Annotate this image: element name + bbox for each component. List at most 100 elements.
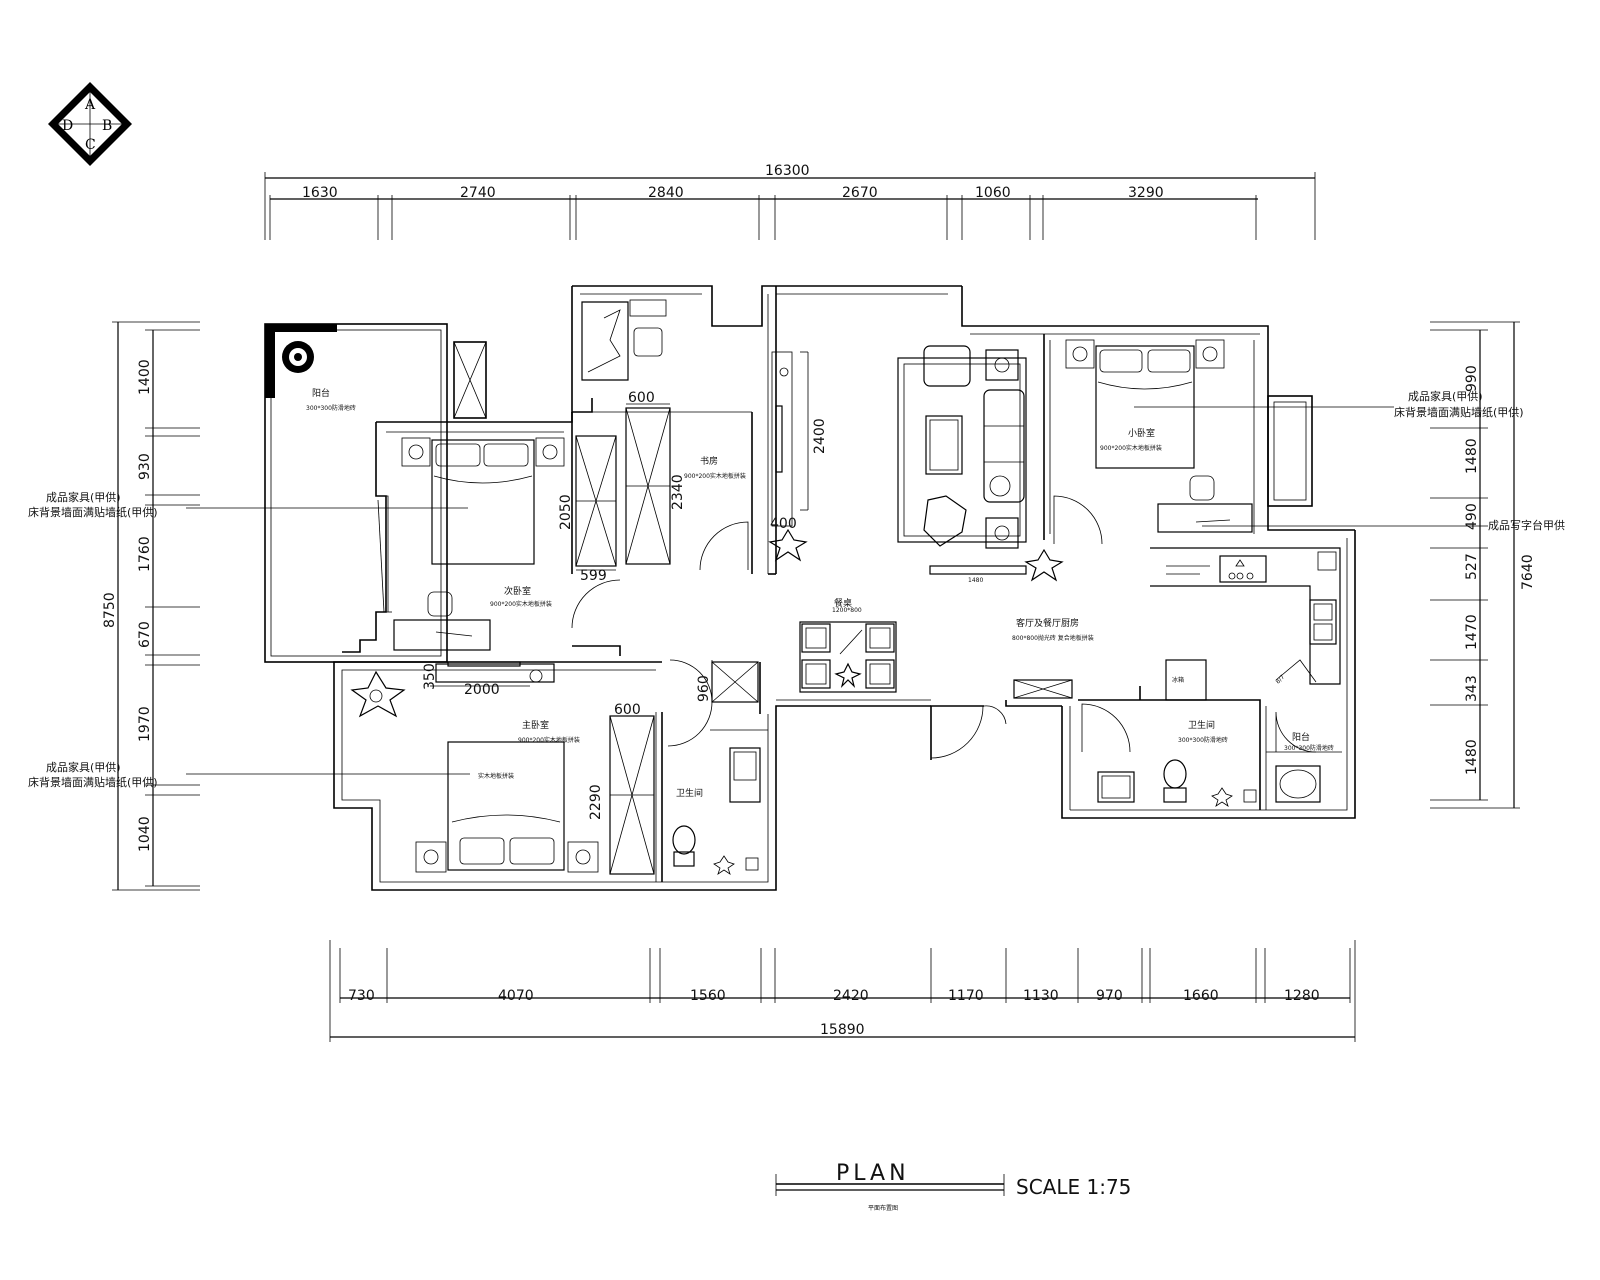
room-label-bath-master: 卫生间	[676, 787, 703, 799]
room-sub-living: 800*800抛光砖 复合地板拼装	[1012, 634, 1094, 642]
dim-top-5: 1060	[975, 185, 1011, 201]
room-label-bath-main: 卫生间	[1188, 719, 1215, 731]
compass-c: C	[85, 137, 96, 153]
cabinet	[1013, 679, 1073, 699]
note-right-top-2: 床背景墙面满贴墙纸(甲供)	[1394, 405, 1524, 419]
kitchen-counter	[1150, 547, 1341, 701]
dim-master-wardrobe-h: 2290	[588, 784, 604, 820]
master-bath-fixtures	[672, 661, 761, 875]
dim-right-6: 343	[1464, 675, 1480, 702]
dim-master-wardrobe-w: 600	[614, 702, 641, 718]
dim-living-gap: 400	[770, 516, 797, 532]
dim-right-5: 1470	[1464, 614, 1480, 650]
room-sub-balcony-east: 300*300防滑地砖	[1284, 744, 1334, 752]
dim-right-3: 490	[1464, 503, 1480, 530]
second-bedroom-wardrobe	[575, 435, 617, 567]
second-bedroom-bed	[401, 437, 565, 565]
room-label-fridge: 冰箱	[1172, 676, 1184, 684]
plant-icon	[1024, 548, 1064, 582]
interior-dimensions: 600 2340 2050 599 2400 400 2000 350 600 …	[422, 390, 1286, 820]
room-label-living: 客厅及餐厅厨房	[1016, 617, 1079, 629]
main-bathroom-fixtures	[1097, 751, 1342, 807]
study-desk	[581, 299, 667, 381]
room-label-second-bedroom: 次卧室	[504, 585, 531, 597]
plan-subtitle: 平面布置图	[868, 1204, 898, 1212]
dim-right-1: 990	[1464, 365, 1480, 392]
plant-icon	[282, 341, 314, 373]
left-dimensions: 8750 1400 930 1760 670 1970 1040	[102, 321, 200, 891]
dim-top-overall: 16300	[765, 163, 810, 179]
dim-study-wardrobe-w: 600	[628, 390, 655, 406]
dim-bed2-wardrobe-h: 2050	[558, 494, 574, 530]
bottom-dimensions: 730 4070 1560 2420 1170 1130 970 1660 12…	[329, 940, 1356, 1042]
small-bedroom-desk	[1157, 475, 1253, 533]
dim-left-1: 1400	[137, 359, 153, 395]
dim-right-7: 1480	[1464, 739, 1480, 775]
second-bedroom-desk	[393, 591, 491, 651]
dining-table: 1200*800	[799, 607, 897, 693]
dim-right-2: 1480	[1464, 438, 1480, 474]
right-dimensions: 7640 990 1480 490 527 1470 343 1480	[1430, 321, 1536, 809]
room-label-balcony-west: 阳台	[312, 387, 330, 399]
dim-bot-6: 1130	[1023, 988, 1059, 1004]
room-label-dining: 餐桌	[834, 597, 852, 609]
room-label-balcony-east: 阳台	[1292, 731, 1310, 743]
dim-master-tv-depth: 350	[422, 663, 438, 690]
walls	[264, 285, 1356, 891]
dim-bed2-wardrobe-w: 599	[580, 568, 607, 584]
dim-bot-2: 4070	[498, 988, 534, 1004]
dim-bath-w: 960	[696, 675, 712, 702]
dim-bot-9: 1280	[1284, 988, 1320, 1004]
dim-bot-5: 1170	[948, 988, 984, 1004]
room-sub-second-bedroom: 900*200实木地板拼装	[490, 600, 552, 608]
dim-top-1: 1630	[302, 185, 338, 201]
room-sub-master-bedroom: 900*200实木地板拼装	[518, 736, 580, 744]
compass-a: A	[84, 97, 96, 113]
dim-study-wardrobe-h: 2340	[670, 474, 686, 510]
dim-left-3: 1760	[137, 536, 153, 572]
dim-bot-1: 730	[348, 988, 375, 1004]
dim-top-4: 2670	[842, 185, 878, 201]
compass-icon: A B C D	[48, 82, 132, 166]
dim-bot-7: 970	[1096, 988, 1123, 1004]
compass-b: B	[102, 118, 112, 134]
room-sub-balcony-west: 300*300防滑地砖	[306, 404, 356, 412]
study-wardrobe	[625, 407, 671, 565]
master-bed	[415, 741, 599, 873]
room-label-small-bedroom: 小卧室	[1128, 427, 1155, 439]
callout-notes: 成品家具(甲供) 床背景墙面满贴墙纸(甲供) 成品家具(甲供) 床背景墙面满贴墙…	[28, 389, 1565, 789]
dim-left-6: 1040	[137, 816, 153, 852]
title-block: PLAN SCALE 1:75 平面布置图	[775, 1161, 1131, 1212]
dim-left-5: 1970	[137, 706, 153, 742]
note-left-bot-2: 床背景墙面满贴墙纸(甲供)	[28, 775, 158, 789]
note-right-top-1: 成品家具(甲供)	[1408, 389, 1483, 403]
dim-bot-8: 1660	[1183, 988, 1219, 1004]
dim-left-2: 930	[137, 453, 153, 480]
room-label-study: 书房	[700, 455, 718, 467]
dim-right-4: 527	[1464, 553, 1480, 580]
dim-living-wall: 2400	[812, 418, 828, 454]
compass-d: D	[62, 118, 73, 134]
dim-bot-3: 1560	[690, 988, 726, 1004]
dim-corner: 8/7	[1274, 674, 1286, 686]
note-left-top-2: 床背景墙面满贴墙纸(甲供)	[28, 505, 158, 519]
dim-top-3: 2840	[648, 185, 684, 201]
dining-dim: 1200*800	[832, 607, 862, 614]
room-sub-study: 900*200实木地板拼装	[684, 472, 746, 480]
room-sub-master-bed: 实木地板拼装	[478, 772, 514, 780]
plant-icon	[768, 528, 808, 562]
note-left-top-1: 成品家具(甲供)	[46, 490, 121, 504]
note-right-mid: 成品写字台甲供	[1488, 518, 1565, 532]
tv-cabinet	[771, 351, 809, 527]
dim-top-6: 3290	[1128, 185, 1164, 201]
room-sub-small-bedroom: 900*200实木地板拼装	[1100, 444, 1162, 452]
dim-master-tv: 2000	[464, 682, 500, 698]
dim-left-overall: 8750	[102, 592, 118, 628]
room-sub-bath-main: 300*300防滑地砖	[1178, 736, 1228, 744]
dim-top-2: 2740	[460, 185, 496, 201]
room-label-master-bedroom: 主卧室	[522, 719, 549, 731]
doors	[377, 495, 1317, 759]
master-wardrobe	[609, 715, 655, 875]
plan-title: PLAN	[836, 1161, 910, 1186]
